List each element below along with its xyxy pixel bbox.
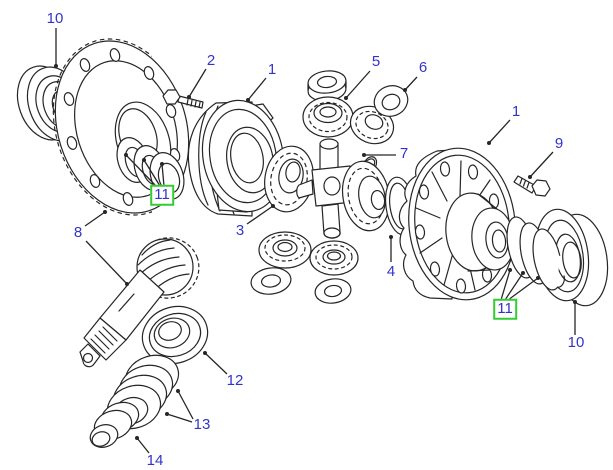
- diff-case-right-drawing: [398, 147, 516, 301]
- leader-line: [177, 390, 194, 420]
- callout-8[interactable]: 8: [73, 223, 83, 241]
- leader-line: [84, 211, 106, 227]
- thrust-washer-6-drawing: [373, 85, 409, 117]
- leader-dot: [135, 436, 139, 440]
- callout-6[interactable]: 6: [418, 58, 428, 76]
- callout-1-left[interactable]: 1: [267, 60, 277, 78]
- side-gear-right-drawing: [341, 160, 391, 232]
- leader-line: [246, 205, 274, 225]
- shim-pack-left-drawing: [116, 137, 185, 200]
- callout-13[interactable]: 13: [193, 415, 211, 433]
- callout-10-right[interactable]: 10: [567, 333, 585, 351]
- callout-1-right[interactable]: 1: [511, 102, 521, 120]
- callout-14[interactable]: 14: [146, 451, 164, 469]
- diff-pinion-lower-right-drawing: [309, 240, 359, 276]
- leader-dot: [528, 175, 532, 179]
- upper-thrust-washer-drawing: [307, 70, 347, 102]
- leader-dot: [344, 96, 348, 100]
- leader-dot: [54, 64, 58, 68]
- callout-9[interactable]: 9: [554, 134, 564, 152]
- leader-dot: [142, 158, 146, 162]
- leader-line: [504, 272, 524, 301]
- callout-3[interactable]: 3: [235, 221, 245, 239]
- diff-case-left-drawing: [187, 99, 285, 217]
- diff-pinion-lower-left-drawing: [258, 231, 312, 269]
- leader-dot: [573, 300, 577, 304]
- leader-line: [166, 413, 193, 423]
- callout-2[interactable]: 2: [206, 51, 216, 69]
- leader-dot: [271, 204, 275, 208]
- leader-dot: [487, 141, 491, 145]
- leader-dot: [521, 271, 525, 275]
- leader-dot: [176, 389, 180, 393]
- leader-dot: [536, 276, 540, 280]
- leader-line: [143, 159, 161, 187]
- leader-line: [161, 163, 165, 187]
- callout-12[interactable]: 12: [226, 371, 244, 389]
- leader-line: [136, 437, 150, 454]
- leader-dot: [389, 235, 393, 239]
- leader-line: [507, 277, 539, 301]
- leader-dot: [403, 88, 407, 92]
- diff-pinion-upper-left-drawing: [302, 96, 354, 138]
- thrust-washer-lower-right-drawing: [314, 278, 352, 304]
- leader-dot: [508, 268, 512, 272]
- leader-dot: [125, 282, 129, 286]
- leader-dot: [362, 153, 366, 157]
- thrust-washer-lower-left-drawing: [250, 267, 292, 295]
- leader-dot: [160, 162, 164, 166]
- leader-line: [247, 77, 267, 101]
- leader-line: [85, 240, 128, 285]
- bolt-9-drawing: [513, 175, 551, 197]
- leader-line: [188, 68, 207, 98]
- leader-line: [500, 269, 511, 301]
- pinion-bearing-drawing: [141, 305, 209, 365]
- leader-line: [345, 70, 371, 99]
- callout-11-left[interactable]: 11: [150, 184, 174, 206]
- leader-line: [204, 352, 228, 375]
- callout-7[interactable]: 7: [399, 144, 409, 162]
- callout-4[interactable]: 4: [386, 262, 396, 280]
- leader-dot: [246, 98, 250, 102]
- leader-dot: [103, 210, 107, 214]
- end-washer-drawing: [89, 401, 140, 448]
- leader-dot: [124, 153, 128, 157]
- leader-dot: [203, 351, 207, 355]
- drive-pinion-drawing: [79, 237, 200, 368]
- callout-5[interactable]: 5: [371, 52, 381, 70]
- leader-line: [529, 151, 554, 178]
- callout-11-right[interactable]: 11: [493, 298, 517, 320]
- bolt-2-drawing: [162, 89, 204, 109]
- leader-line: [488, 119, 511, 144]
- leader-dot: [165, 412, 169, 416]
- leader-line: [404, 76, 418, 91]
- callout-10-left[interactable]: 10: [46, 9, 64, 27]
- leader-dot: [187, 95, 191, 99]
- leader-line: [125, 154, 157, 187]
- shim-pack-right-drawing: [506, 216, 565, 291]
